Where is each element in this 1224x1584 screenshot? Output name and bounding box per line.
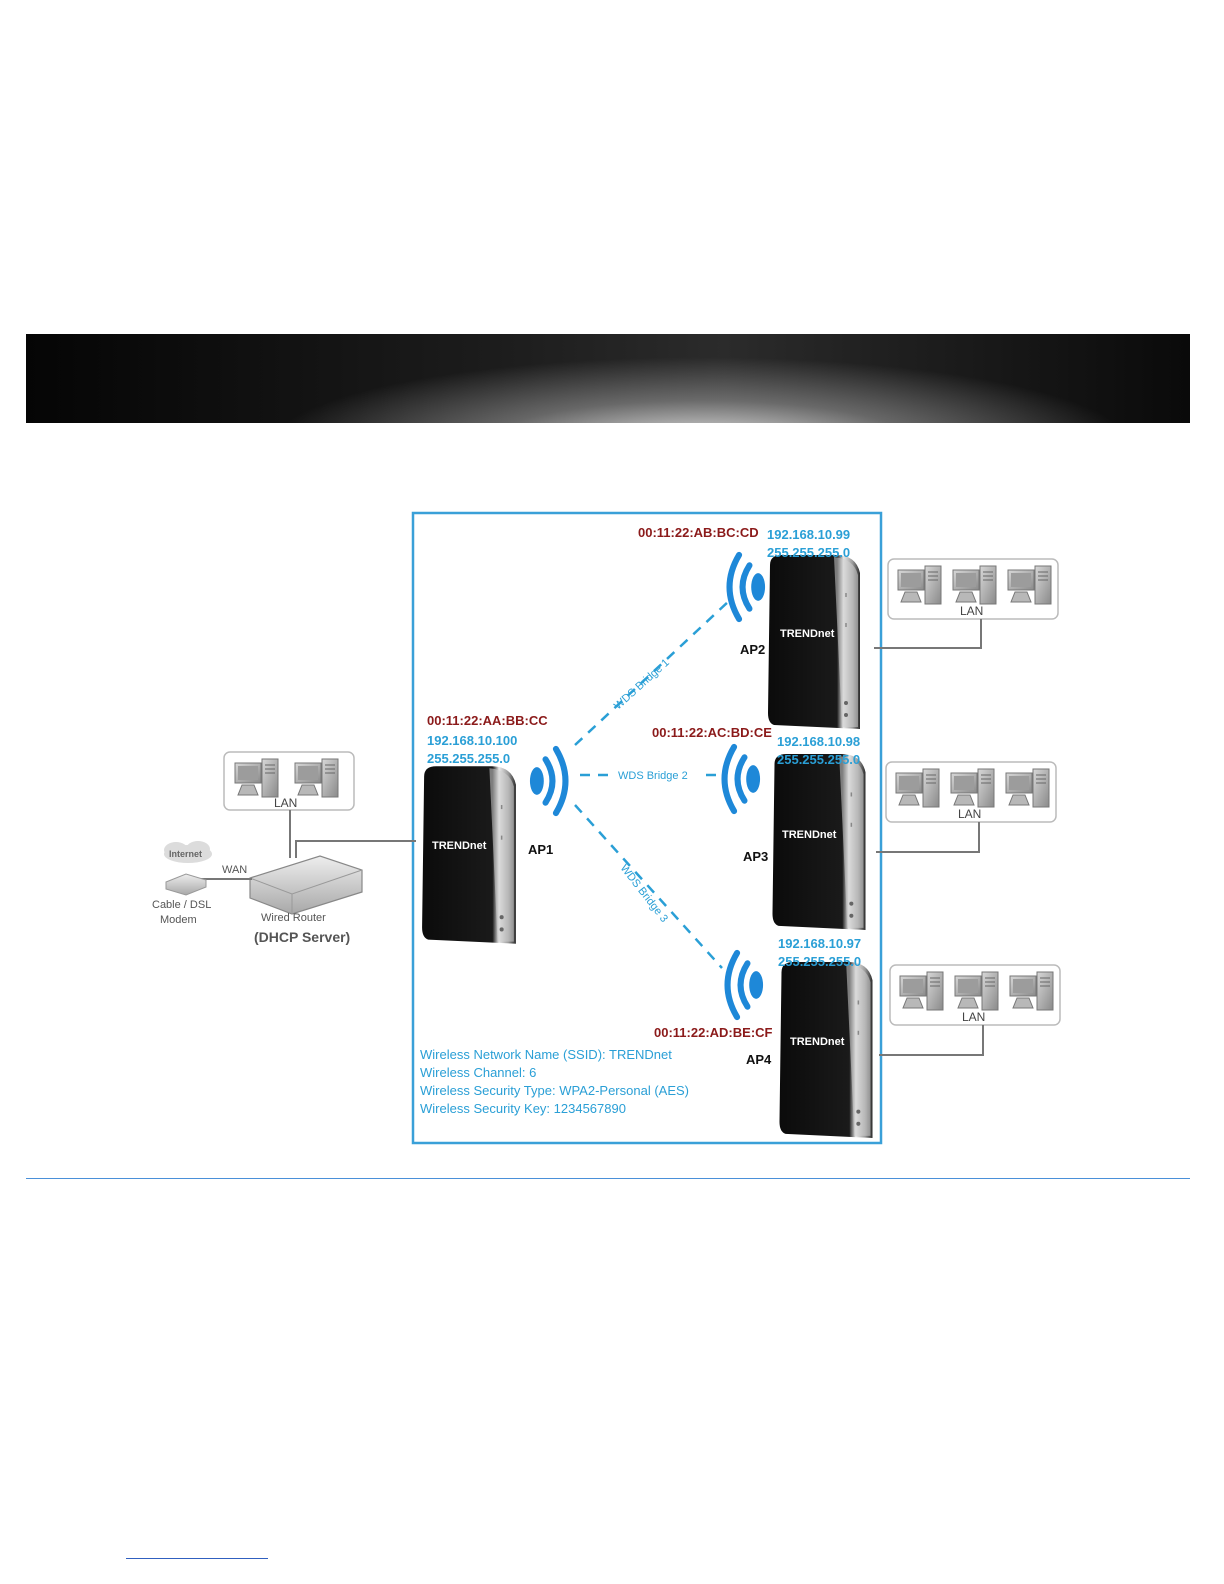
pc-icon [899, 971, 944, 1011]
internet-cloud-icon [164, 841, 212, 863]
ap4-name: AP4 [746, 1052, 772, 1067]
wireless-info-security-type: Wireless Security Type: WPA2-Personal (A… [420, 1083, 689, 1098]
pc-icon [234, 758, 279, 798]
ap3-mask: 255.255.255.0 [777, 752, 860, 767]
pc-icon [1007, 565, 1052, 605]
ap1-mac: 00:11:22:AA:BB:CC [427, 713, 548, 728]
dhcp-label: (DHCP Server) [254, 929, 350, 945]
wds-bridge-2-label: WDS Bridge 2 [618, 770, 688, 782]
lan-group-ap4: LAN [879, 964, 1061, 1056]
ap2-name: AP2 [740, 642, 765, 657]
internet-label: Internet [169, 849, 202, 859]
ap3-brand-logo: TRENDnet [782, 829, 837, 841]
wds-bridge-3-label: WDS Bridge 3 [618, 862, 670, 924]
ap4-ip: 192.168.10.97 [778, 936, 861, 951]
pc-icon [895, 768, 940, 808]
ap1-device-icon [421, 765, 517, 945]
ap1-ip: 192.168.10.100 [427, 733, 517, 748]
lan-group-router: LAN [223, 751, 355, 858]
modem-label-line2: Modem [160, 914, 197, 926]
ap3-device-icon [771, 753, 867, 931]
ap1-wireless-waves-icon [530, 749, 566, 813]
pc-icon [897, 565, 942, 605]
wireless-info-security-key: Wireless Security Key: 1234567890 [420, 1101, 626, 1116]
wds-bridge-3-line [574, 804, 723, 969]
footer-divider [26, 1178, 1190, 1179]
pc-icon [954, 971, 999, 1011]
ap3-ip: 192.168.10.98 [777, 734, 860, 749]
wds-bridge-1-label: WDS Bridge 1 [612, 657, 672, 713]
footer-link-underline [126, 1558, 268, 1559]
lan-group-ap3: LAN [876, 761, 1057, 853]
lan-label: LAN [274, 796, 297, 810]
router-ap1-link [295, 840, 416, 858]
wireless-info-ssid: Wireless Network Name (SSID): TRENDnet [420, 1047, 672, 1062]
wan-label: WAN [222, 864, 247, 876]
modem-label-line1: Cable / DSL [152, 899, 211, 911]
wireless-zone-frame [411, 511, 883, 1145]
ap4-wireless-waves-icon [728, 953, 764, 1017]
ap1-mask: 255.255.255.0 [427, 751, 510, 766]
ap1-brand-logo: TRENDnet [432, 840, 487, 852]
pc-icon [952, 565, 997, 605]
router-label: Wired Router [261, 912, 326, 924]
header-banner [26, 334, 1190, 423]
pc-icon [1005, 768, 1050, 808]
ap3-mac: 00:11:22:AC:BD:CE [652, 725, 772, 740]
ap2-wireless-waves-icon [730, 555, 766, 619]
pc-icon [1009, 971, 1054, 1011]
ap2-brand-logo: TRENDnet [780, 628, 835, 640]
pc-icon [294, 758, 339, 798]
lan-label: LAN [960, 604, 983, 618]
lan-label: LAN [962, 1010, 985, 1024]
ap4-mac: 00:11:22:AD:BE:CF [654, 1025, 773, 1040]
ap4-device-icon [778, 961, 874, 1139]
ap4-brand-logo: TRENDnet [790, 1036, 845, 1048]
ap3-name: AP3 [743, 849, 768, 864]
ap2-mac: 00:11:22:AB:BC:CD [638, 525, 759, 540]
lan-group-ap2: LAN [874, 558, 1059, 649]
pc-icon [950, 768, 995, 808]
lan-label: LAN [958, 807, 981, 821]
wireless-info-channel: Wireless Channel: 6 [420, 1065, 536, 1080]
ap2-mask: 255.255.255.0 [767, 545, 850, 560]
ap1-name: AP1 [528, 842, 553, 857]
ap3-wireless-waves-icon [725, 747, 761, 811]
modem-icon [165, 873, 207, 896]
ap4-mask: 255.255.255.0 [778, 954, 861, 969]
wired-router-icon [249, 855, 363, 915]
ap2-device-icon [767, 554, 861, 730]
ap2-ip: 192.168.10.99 [767, 527, 850, 542]
